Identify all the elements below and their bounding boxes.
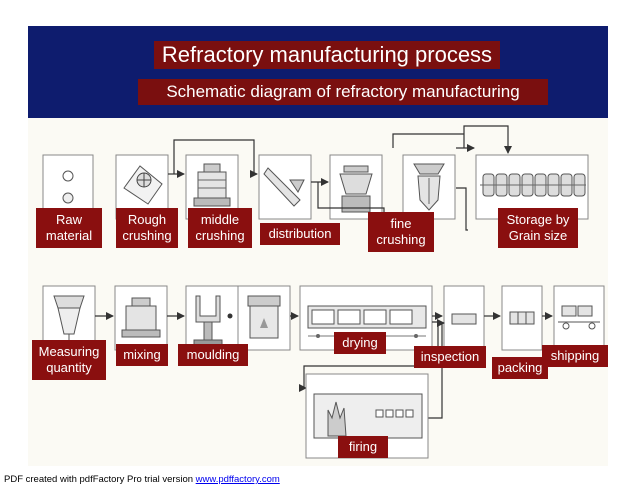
packing-icon [501, 285, 543, 351]
page-title: Refractory manufacturing process [154, 41, 500, 69]
distribution-chute-icon [258, 154, 312, 220]
label-firing: firing [338, 436, 388, 458]
label-inspection: inspection [414, 346, 486, 368]
mixer-icon [114, 285, 168, 351]
shipping-truck-icon [553, 285, 605, 351]
label-mixing: mixing [116, 344, 168, 366]
label-drying: drying [334, 332, 386, 354]
label-measuring-quantity: Measuring quantity [32, 340, 106, 380]
process-diagram [42, 125, 605, 459]
label-rough-crushing: Rough crushing [116, 208, 178, 248]
fine-crusher-icon [402, 154, 456, 220]
label-packing: packing [492, 357, 548, 379]
header-band: Refractory manufacturing process Schemat… [28, 26, 608, 118]
dryer-kiln-icon [299, 285, 433, 351]
inspection-icon [443, 285, 485, 351]
label-fine-crushing: fine crushing [368, 212, 434, 252]
label-raw-material: Raw material [36, 208, 102, 248]
label-distribution: distribution [260, 223, 340, 245]
page-subtitle: Schematic diagram of refractory manufact… [138, 79, 548, 105]
crusher-machine-icon [329, 154, 383, 220]
slide: Refractory manufacturing process Schemat… [28, 26, 608, 466]
label-storage: Storage by Grain size [498, 208, 578, 248]
row2-connectors [95, 312, 553, 419]
measuring-hopper-icon [42, 285, 96, 351]
label-shipping: shipping [542, 345, 608, 367]
label-moulding: moulding [178, 344, 248, 366]
label-middle-crushing: middle crushing [188, 208, 252, 248]
moulding-unit-icon [227, 285, 291, 351]
pdf-footer: PDF created with pdfFactory Pro trial ve… [4, 474, 280, 485]
footer-text: PDF created with pdfFactory Pro trial ve… [4, 474, 196, 485]
footer-link[interactable]: www.pdffactory.com [195, 474, 280, 485]
